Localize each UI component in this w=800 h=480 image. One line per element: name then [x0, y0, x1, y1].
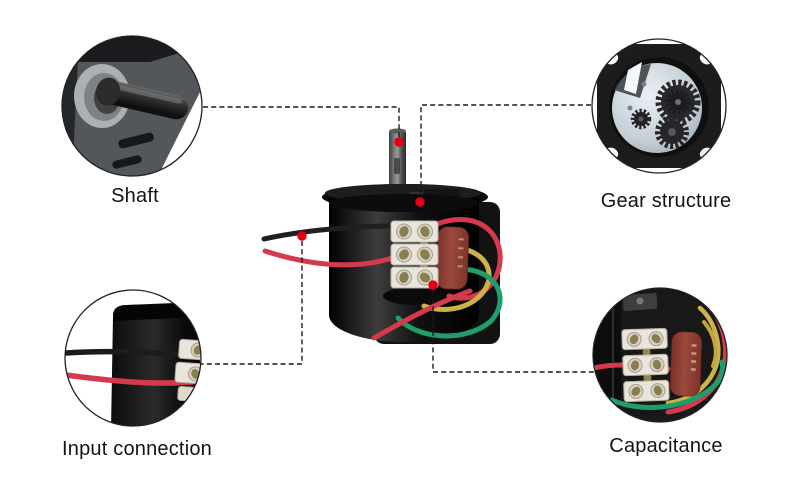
capacitor — [435, 226, 470, 290]
capacitance-detail-circle — [592, 287, 728, 423]
capacitance-label: Capacitance — [609, 435, 723, 457]
motor-product-photo — [261, 128, 503, 344]
shaft-connector-line — [203, 106, 400, 137]
shaft-rod-closeup — [95, 77, 189, 120]
capacitor-closeup — [669, 331, 703, 397]
input-connection-label: Input connection — [62, 438, 212, 460]
shaft-housing-edge — [62, 36, 202, 62]
input-connector-line — [201, 241, 303, 365]
callout-dots — [297, 137, 438, 290]
terminal-blocks — [390, 220, 439, 289]
shaft-detail-circle — [61, 35, 203, 177]
gear-structure-label: Gear structure — [600, 190, 732, 212]
terminal-blocks-closeup — [621, 327, 670, 403]
gear-structure-detail-circle — [591, 38, 727, 174]
motor-shaft — [389, 128, 406, 200]
red-wire-bottom — [371, 288, 473, 341]
terminal-shadow — [383, 287, 447, 305]
terminal-closeup — [174, 338, 201, 403]
green-wire-loop — [395, 266, 503, 339]
red-wire-loop — [434, 217, 503, 301]
shaft-callout-dot — [394, 137, 404, 147]
terminal-block-row — [390, 243, 439, 266]
terminal-block-row — [390, 266, 439, 289]
input-connection-detail-circle — [64, 289, 202, 427]
red-input-wire — [262, 248, 395, 268]
gear-large — [655, 79, 701, 125]
gear-connector-line — [420, 104, 591, 197]
capacitance-connector-line — [432, 290, 595, 373]
shaft-label: Shaft — [111, 185, 159, 207]
gear-callout-dot — [415, 197, 425, 207]
gear-lower — [655, 115, 689, 149]
black-input-wire — [261, 223, 396, 242]
capacitance-callout-dot — [428, 280, 438, 290]
terminal-block-row — [390, 220, 439, 243]
input-callout-dot — [297, 231, 307, 241]
bracket-closeup — [622, 292, 658, 312]
connector-lines — [201, 104, 595, 373]
gear-pinion — [630, 108, 652, 130]
